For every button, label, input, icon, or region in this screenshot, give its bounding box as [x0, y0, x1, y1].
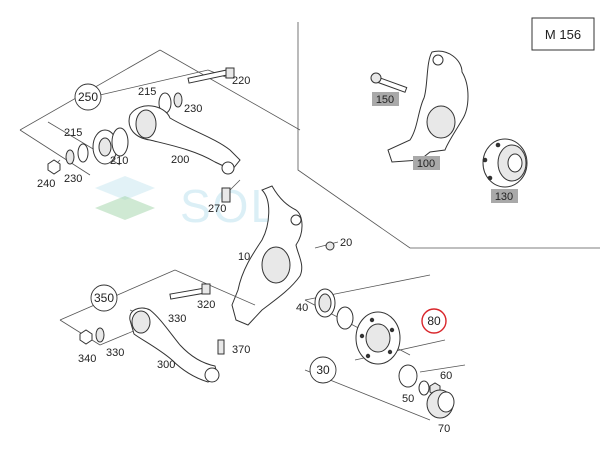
- callout-250: [74, 83, 102, 111]
- label-220: 220: [232, 75, 250, 87]
- inset-frame: [297, 22, 600, 249]
- ball-joint-370: [204, 367, 220, 383]
- hub-bearing-130: [482, 138, 528, 188]
- label-230-lower: 230: [64, 173, 82, 185]
- tag-130: [491, 189, 518, 203]
- label-210: 210: [110, 155, 128, 167]
- label-200: 200: [171, 154, 189, 166]
- washer-330-lower: [95, 327, 105, 343]
- knuckle-100: [387, 50, 469, 163]
- watermark-logo-bottom: [95, 196, 155, 220]
- tag-100: [413, 156, 440, 170]
- washer-230-top: [173, 92, 183, 108]
- bolt-220: [187, 67, 235, 84]
- label-300: 300: [157, 359, 175, 371]
- label-100: 100: [417, 158, 435, 170]
- bearing-inner: [336, 306, 354, 330]
- label-330-top: 330: [168, 313, 186, 325]
- nut-240: [47, 159, 61, 175]
- watermark: SOL: [95, 176, 276, 232]
- knuckle-bore: [261, 246, 291, 284]
- label-50: 50: [402, 393, 414, 405]
- bolt-20: [325, 241, 335, 251]
- stud-370: [217, 339, 225, 355]
- wheel-hub-30: [355, 311, 401, 365]
- label-150: 150: [376, 94, 394, 106]
- bolt-150: [370, 72, 408, 93]
- label-320: 320: [197, 299, 215, 311]
- label-270: 270: [208, 203, 226, 215]
- arm-bushing: [135, 109, 157, 139]
- label-215-lower: 215: [64, 127, 82, 139]
- bearing-outer: [398, 364, 418, 388]
- label-370: 370: [232, 344, 250, 356]
- label-80: 80: [427, 314, 441, 328]
- bolt-320: [169, 283, 211, 300]
- label-20: 20: [340, 237, 352, 249]
- label-350: 350: [94, 291, 114, 305]
- callout-80-highlight: [421, 308, 447, 334]
- callout-350: [90, 284, 118, 312]
- label-330-lower: 330: [106, 347, 124, 359]
- stud-270: [221, 187, 231, 203]
- label-250: 250: [78, 90, 98, 104]
- model-box: [531, 17, 595, 51]
- label-10: 10: [238, 251, 250, 263]
- label-60: 60: [440, 370, 452, 382]
- label-40: 40: [296, 302, 308, 314]
- washer-215-lower: [77, 143, 89, 163]
- lower-arm-300: [129, 307, 219, 383]
- callout-30: [309, 356, 337, 384]
- washer-60: [418, 380, 430, 396]
- label-340: 340: [78, 353, 96, 365]
- label-130: 130: [495, 191, 513, 203]
- label-70: 70: [438, 423, 450, 435]
- nut-340: [79, 329, 93, 345]
- watermark-logo-top: [95, 176, 155, 200]
- washer-230-lower: [65, 149, 75, 165]
- arm-ball-joint: [221, 161, 235, 175]
- model-label: M 156: [545, 27, 581, 42]
- tag-150: [372, 92, 399, 106]
- label-30: 30: [316, 363, 330, 377]
- control-arm-200: [128, 105, 241, 171]
- label-240: 240: [37, 178, 55, 190]
- label-215-top: 215: [138, 86, 156, 98]
- label-230-top: 230: [184, 103, 202, 115]
